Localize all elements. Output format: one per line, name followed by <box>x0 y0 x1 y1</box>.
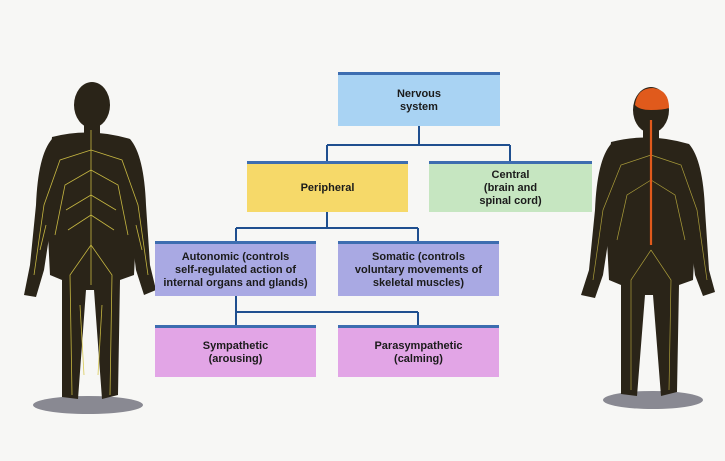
parasympathetic-box: Parasympathetic (calming) <box>338 325 499 377</box>
parasympathetic-label: Parasympathetic (calming) <box>374 339 463 365</box>
peripheral-box: Peripheral <box>247 161 408 212</box>
right-body-figure <box>575 80 725 415</box>
left-body-figure <box>10 75 160 420</box>
nervous-system-box: Nervous system <box>338 72 500 126</box>
somatic-box: Somatic (controls voluntary movements of… <box>338 241 499 296</box>
central-label: Central (brain and spinal cord) <box>479 168 542 207</box>
sympathetic-box: Sympathetic (arousing) <box>155 325 316 377</box>
somatic-label: Somatic (controls voluntary movements of… <box>354 250 483 289</box>
nervous-system-label: Nervous system <box>396 87 442 113</box>
peripheral-label: Peripheral <box>300 181 355 194</box>
autonomic-label: Autonomic (controls self-regulated actio… <box>163 250 308 289</box>
central-box: Central (brain and spinal cord) <box>429 161 592 212</box>
sympathetic-label: Sympathetic (arousing) <box>202 339 269 365</box>
autonomic-box: Autonomic (controls self-regulated actio… <box>155 241 316 296</box>
